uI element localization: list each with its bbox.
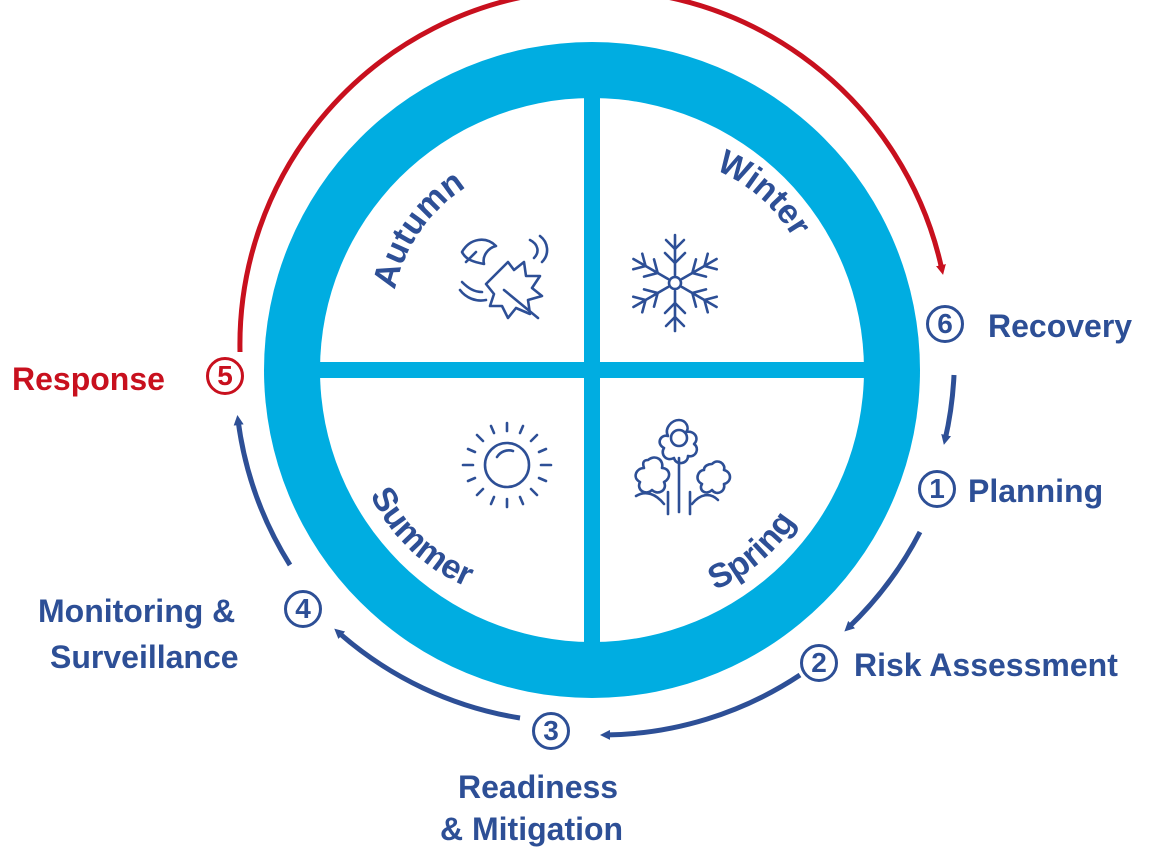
flowers-icon — [634, 418, 732, 516]
response-to-recovery-arrow — [237, 0, 946, 353]
recovery-to-planning-arrow — [941, 374, 957, 445]
falling-leaves-icon — [458, 234, 549, 320]
monitoring-to-response-arrow — [233, 415, 293, 567]
snowflake-icon — [627, 233, 723, 333]
step-3-label-line2: & Mitigation — [440, 811, 624, 847]
step-3-label-line1: Readiness — [458, 769, 619, 805]
step-4-badge: 4 — [284, 590, 322, 628]
step-5-badge: 5 — [206, 357, 244, 395]
step-2-label: Risk Assessment — [854, 647, 1118, 683]
risk-to-readiness-arrow — [600, 672, 802, 740]
step-4-label-line1: Monitoring & — [38, 593, 236, 629]
planning-to-risk-arrow — [844, 530, 923, 632]
step-2-badge: 2 — [800, 644, 838, 682]
step-1-badge: 1 — [918, 470, 956, 508]
step-3-badge: 3 — [532, 712, 570, 750]
step-6-label: Recovery — [988, 308, 1133, 344]
step-5-label: Response — [12, 361, 165, 397]
step-1-label: Planning — [968, 473, 1104, 509]
step-4-label-line2: Surveillance — [50, 639, 239, 675]
step-6-badge: 6 — [926, 305, 964, 343]
horizontal-divider — [315, 362, 869, 378]
readiness-to-monitoring-arrow — [334, 628, 521, 721]
sun-icon — [461, 421, 553, 509]
